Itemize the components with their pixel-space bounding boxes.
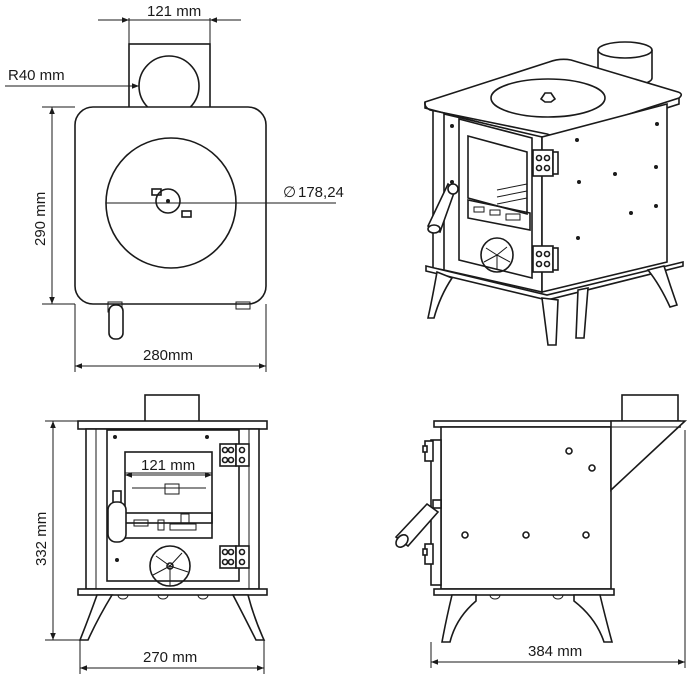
iso-leg-front-left <box>427 270 454 319</box>
iso-view <box>424 41 684 346</box>
iso-hinge-top <box>532 149 559 177</box>
iso-side-face <box>541 102 668 294</box>
iso-hotplate <box>490 78 606 118</box>
front-height-label: 332 mm <box>33 512 50 566</box>
iso-leg-back-right <box>646 265 679 308</box>
iso-spinner-vent <box>480 237 514 273</box>
top-diameter-symbol: ∅ <box>283 184 296 201</box>
front-flue <box>144 394 200 423</box>
iso-hinge-bottom <box>532 245 559 273</box>
front-hinge-top <box>219 443 250 467</box>
front-hinge-bottom <box>219 545 250 569</box>
top-depth-label: 290 mm <box>32 192 49 246</box>
top-body <box>74 106 267 305</box>
top-flue-radius-label: R40 mm <box>8 67 65 84</box>
front-leg-left <box>78 594 114 641</box>
side-leg-left <box>441 594 477 643</box>
top-hotplate-handle <box>155 188 181 214</box>
side-base-plate <box>433 588 615 596</box>
side-leg-right <box>573 594 614 643</box>
front-door-handle <box>107 490 127 543</box>
front-leg-right <box>231 594 266 641</box>
front-base-plate <box>77 588 268 596</box>
iso-door <box>458 117 533 280</box>
iso-base-plate <box>425 260 684 301</box>
side-view: 384 mm <box>394 394 688 668</box>
side-flue <box>621 394 679 423</box>
front-door-window <box>124 451 213 524</box>
side-depth-label: 384 mm <box>528 643 582 660</box>
top-diameter-label: 178,24 <box>298 184 344 201</box>
iso-leg-back-mid <box>575 287 589 339</box>
iso-door-handle <box>426 182 459 234</box>
side-door-handle <box>394 499 442 548</box>
top-view: ∅ 178,24 121 mm R40 mm 290 mm 280mm <box>5 3 344 372</box>
top-flue-width-label: 121 mm <box>147 3 201 20</box>
front-top-plate <box>77 420 268 430</box>
front-door <box>106 429 240 582</box>
front-width-label: 270 mm <box>143 649 197 666</box>
iso-door-window <box>467 134 528 216</box>
top-foot-right <box>235 301 251 310</box>
top-handle <box>108 304 124 340</box>
side-flue-shield <box>610 420 688 492</box>
iso-leg-front-right <box>541 297 559 346</box>
front-view: 121 mm <box>33 394 268 674</box>
side-body <box>440 426 612 590</box>
top-width-label: 280mm <box>143 347 193 364</box>
front-window-width-label: 121 mm <box>141 457 195 474</box>
